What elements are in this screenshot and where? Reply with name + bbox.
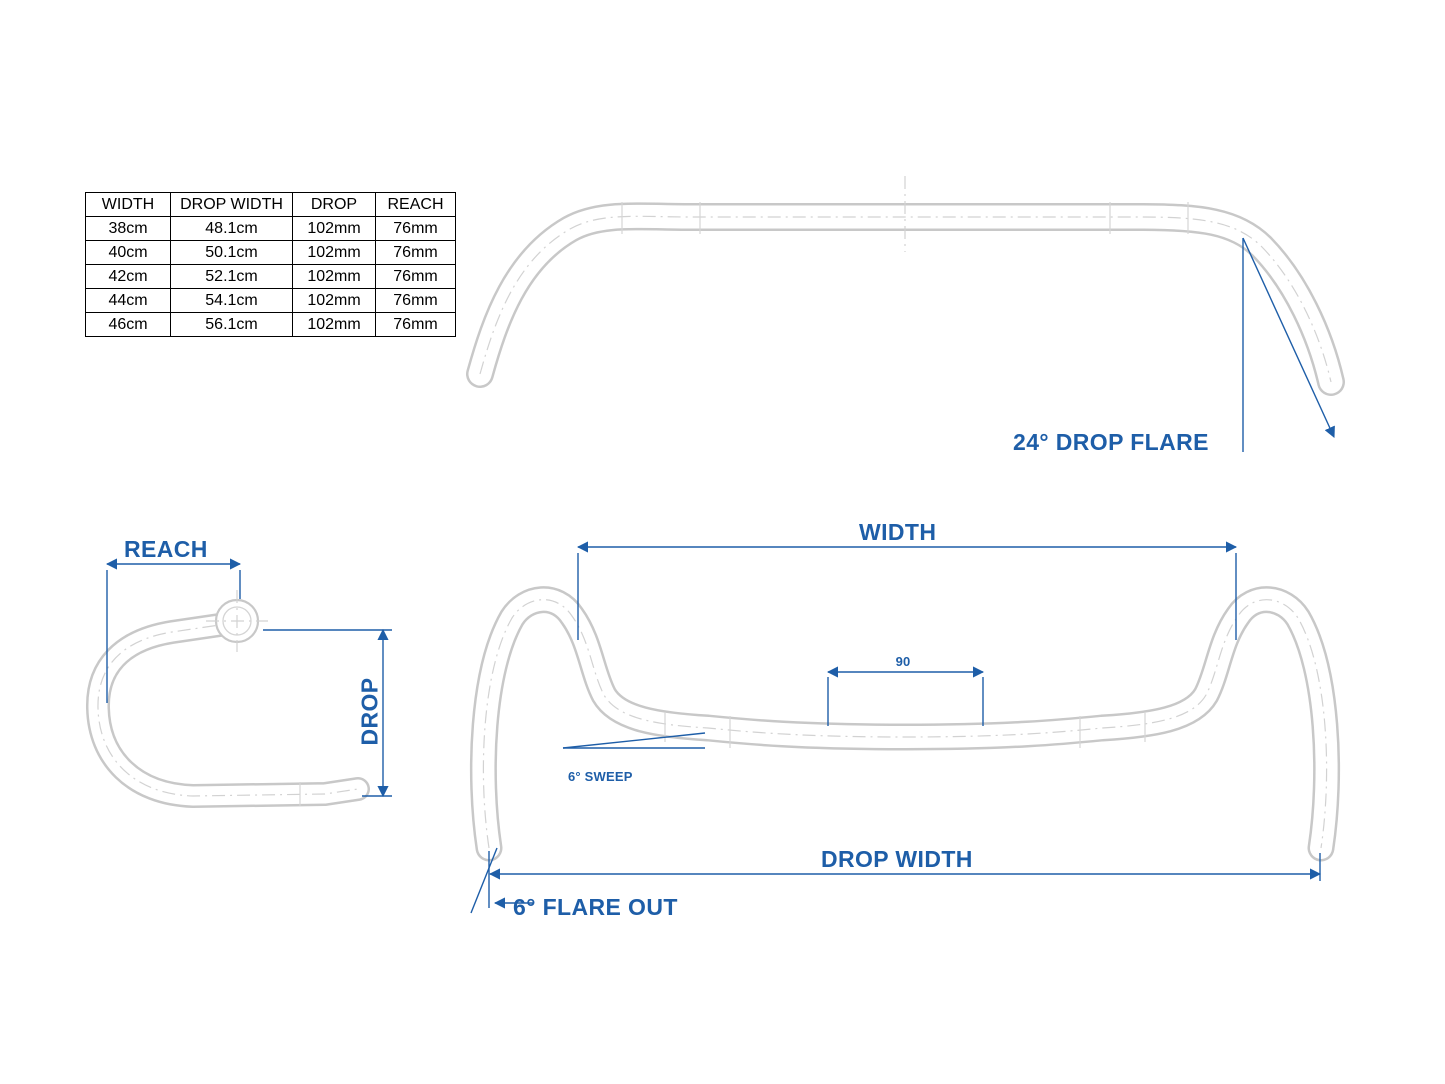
dimension-lines	[105, 237, 1335, 914]
front-view-drawing	[483, 600, 1326, 848]
spec-cell: 76mm	[375, 264, 456, 289]
spec-cell: 50.1cm	[170, 240, 293, 265]
table-row: 46cm 56.1cm 102mm 76mm	[85, 312, 456, 337]
reach-label: REACH	[124, 536, 208, 562]
spec-cell: 76mm	[375, 240, 456, 265]
width-label: WIDTH	[859, 519, 937, 545]
spec-table: WIDTH DROP WIDTH DROP REACH 38cm 48.1cm …	[85, 192, 456, 337]
spec-cell: 44cm	[85, 288, 171, 313]
spec-cell: 102mm	[292, 240, 376, 265]
spec-cell: 76mm	[375, 312, 456, 337]
drop-label: DROP	[356, 677, 383, 746]
spec-cell: 54.1cm	[170, 288, 293, 313]
spec-cell: 56.1cm	[170, 312, 293, 337]
spec-cell: 102mm	[292, 216, 376, 241]
col-header-width: WIDTH	[85, 192, 171, 217]
flare-out-label: 6° FLARE OUT	[513, 894, 678, 920]
sweep-angle-line	[562, 732, 706, 749]
flare-out-angle-line	[470, 847, 498, 914]
col-header-drop-width: DROP WIDTH	[170, 192, 293, 217]
table-row: 40cm 50.1cm 102mm 76mm	[85, 240, 456, 265]
spec-cell: 76mm	[375, 288, 456, 313]
col-header-drop: DROP	[292, 192, 376, 217]
drop-width-label: DROP WIDTH	[821, 846, 973, 872]
spec-cell: 48.1cm	[170, 216, 293, 241]
table-header-row: WIDTH DROP WIDTH DROP REACH	[85, 192, 456, 217]
side-view-drawing	[98, 590, 358, 806]
table-row: 38cm 48.1cm 102mm 76mm	[85, 216, 456, 241]
drop-flare-label: 24° DROP FLARE	[1013, 429, 1209, 455]
table-row: 42cm 52.1cm 102mm 76mm	[85, 264, 456, 289]
spec-cell: 40cm	[85, 240, 171, 265]
spec-cell: 38cm	[85, 216, 171, 241]
spec-cell: 42cm	[85, 264, 171, 289]
sweep-label: 6° SWEEP	[568, 769, 633, 784]
clamp-zone-label: 90	[895, 654, 911, 669]
top-view-drawing	[480, 176, 1331, 382]
flare-angle-line	[1242, 237, 1335, 439]
table-row: 44cm 54.1cm 102mm 76mm	[85, 288, 456, 313]
spec-cell: 102mm	[292, 312, 376, 337]
